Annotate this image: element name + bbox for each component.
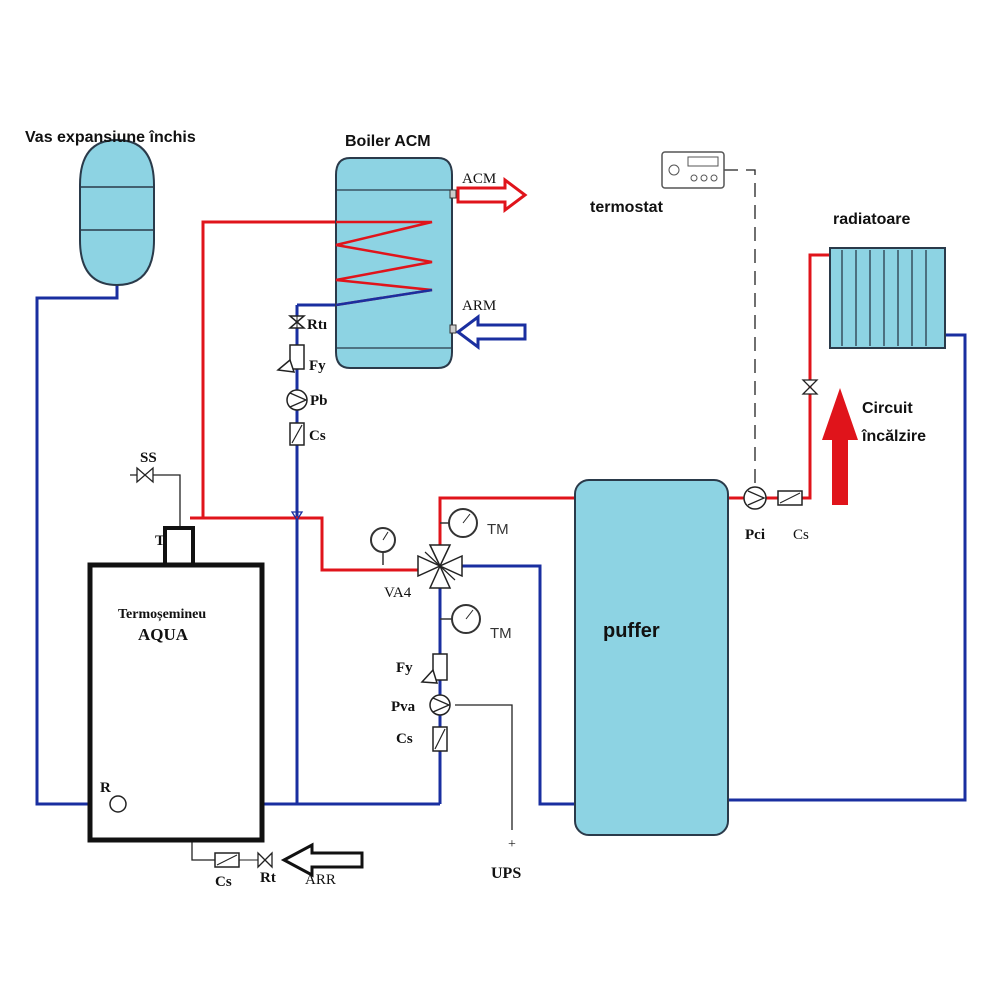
thermometer-upper-icon	[440, 508, 478, 538]
thermometer-lower-icon	[440, 604, 481, 634]
acm-out-arrow	[456, 177, 528, 213]
radiator-return-pipe	[728, 333, 967, 802]
circuit-label-line1: Circuit	[862, 400, 913, 417]
circuit-label-line2: încălzire	[861, 428, 926, 445]
expansion-return-pipe	[35, 282, 119, 806]
radiators-label: radiatoare	[833, 211, 910, 228]
expansion-vessel: Vas expansiune închis	[25, 129, 196, 287]
ups-label: UPS	[491, 865, 521, 882]
radiator-unit: radiatoare	[801, 211, 946, 395]
cold-inlet-branch: Cs Rt ARR	[214, 842, 364, 890]
tm-upper-label: TM	[487, 521, 509, 538]
r-label: R	[100, 780, 111, 796]
thermostat-label: termostat	[590, 199, 664, 216]
filter-fy-lower-icon	[420, 653, 448, 684]
fireplace-unit: T Termoșemineu AQUA R	[87, 526, 265, 843]
rt1-label: Rtı	[307, 317, 327, 333]
filter-fy-top-icon	[276, 344, 305, 373]
cs-bottom-label: Cs	[215, 874, 232, 890]
va4-valve-icon	[417, 544, 463, 589]
hot-pipes	[190, 220, 830, 572]
boiler-acm: Boiler ACM ACM ARM	[335, 133, 528, 369]
expansion-vessel-label: Vas expansiune închis	[25, 129, 196, 146]
pci-label: Pci	[745, 527, 765, 543]
arr-label: ARR	[305, 872, 336, 888]
cs-lower-label: Cs	[396, 731, 413, 747]
fy-top-label: Fy	[309, 358, 326, 374]
cs-right-label: Cs	[793, 527, 809, 543]
puffer-label: puffer	[603, 620, 660, 642]
check-valve-cs-lower-icon	[432, 726, 448, 752]
pump-pva-icon	[429, 694, 451, 716]
thermostat-signal-line	[724, 169, 756, 490]
ss-label: SS	[140, 450, 157, 466]
flow-mark-icon	[290, 511, 304, 522]
arm-in-arrow	[455, 314, 527, 350]
arr-in-arrow	[280, 842, 364, 878]
boiler-branch: Rtı Fy Pb Cs	[276, 315, 328, 446]
tm-lower-label: TM	[490, 625, 512, 642]
pump-pci-icon	[743, 486, 767, 510]
puffer-tank: puffer	[574, 479, 729, 836]
check-valve-cs-right-icon	[777, 490, 803, 506]
check-valve-cs-boiler-icon	[289, 422, 305, 446]
thermostat-device: termostat	[590, 151, 725, 216]
return-port-r-icon	[109, 795, 127, 813]
ups-line	[455, 704, 513, 830]
valve-rt-bottom-icon	[257, 851, 273, 869]
rt-bottom-label: Rt	[260, 870, 276, 886]
pva-label: Pva	[391, 699, 416, 715]
ss-line	[130, 474, 181, 528]
boiler-supply-pipe	[190, 220, 336, 520]
radiator-valve-icon	[801, 379, 819, 395]
fireplace-label-line1: Termoșemineu	[118, 607, 206, 622]
pb-label: Pb	[310, 393, 328, 409]
safety-valve-ss-icon	[136, 466, 154, 484]
t-label: T	[155, 533, 165, 549]
acm-label: ACM	[462, 171, 496, 187]
va4-group: VA4 TM TM Fy Pva	[370, 508, 521, 882]
pump-pb-icon	[286, 389, 308, 411]
fireplace-label-line2: AQUA	[138, 625, 189, 644]
radiator-supply-pipe	[728, 253, 830, 500]
va4-label: VA4	[384, 585, 412, 601]
heating-circuit-arrow	[822, 388, 858, 505]
cs-boiler-label: Cs	[309, 428, 326, 444]
heating-pump-group: Pci Cs	[743, 486, 809, 543]
va4-supply-pipe	[203, 516, 418, 572]
boiler-coil-cold	[335, 288, 433, 307]
boiler-label: Boiler ACM	[345, 133, 431, 150]
valve-rt1-icon	[287, 315, 307, 329]
arm-label: ARM	[462, 298, 496, 314]
fy-lower-label: Fy	[396, 660, 413, 676]
puffer-supply-pipe	[438, 496, 575, 545]
gauge-left-icon	[370, 527, 396, 565]
ups-plus-label: +	[508, 837, 516, 852]
puffer-return-pipe	[462, 564, 575, 806]
